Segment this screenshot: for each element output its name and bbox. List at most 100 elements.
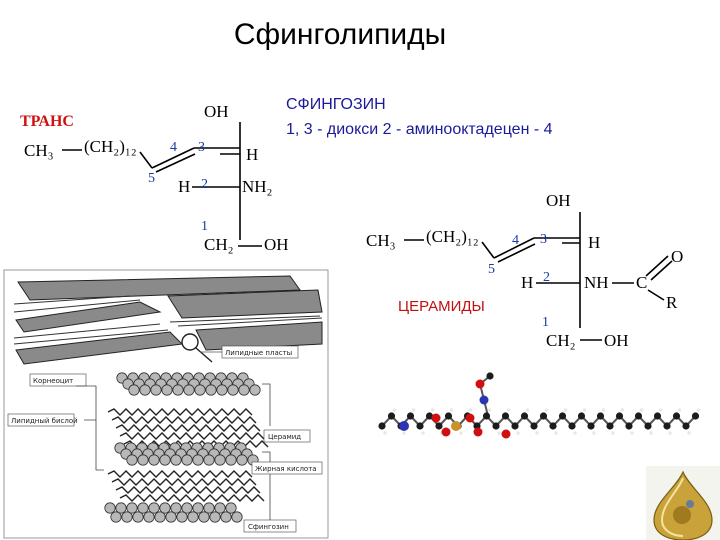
molecule-atom	[497, 431, 501, 435]
bracket-right	[262, 383, 271, 520]
molecule-atom	[525, 408, 530, 412]
molecule-atom	[511, 422, 519, 430]
magnifier-handle	[195, 347, 213, 363]
sphingosine-structure: CH₃ (CH₂)₁₂ OH H H NH₂ CH₂ OH 4 3 5 2 1	[24, 102, 289, 254]
sph-ch3: CH₃	[24, 141, 54, 160]
molecule-atom	[378, 422, 386, 430]
cer-double-o-b	[650, 260, 673, 281]
lipid-head	[227, 384, 239, 396]
sph-oh-top: OH	[204, 102, 229, 121]
molecule-atom	[539, 412, 548, 420]
lipid-head	[183, 384, 195, 396]
label-box	[251, 461, 323, 475]
lipid-tail	[111, 416, 257, 424]
molecule-atom	[573, 431, 577, 435]
label-box	[243, 519, 297, 533]
lipid-head	[115, 502, 127, 514]
lipid-head	[126, 502, 138, 514]
label-box	[29, 373, 87, 387]
molecule-atom	[615, 412, 624, 420]
molecule-atom	[383, 431, 387, 435]
sph-nh2: NH₂	[242, 177, 272, 196]
cer-ch3: CH₃	[366, 231, 396, 250]
molecule-atom	[639, 408, 644, 412]
cer-r: R	[666, 293, 678, 312]
lipid-tail	[111, 478, 257, 486]
cer-bond-chain	[481, 241, 495, 259]
lipid-head	[132, 511, 144, 523]
label-corneocyte: Корнеоцит	[33, 377, 73, 385]
molecule-atom	[475, 379, 485, 389]
molecule-atom	[668, 431, 672, 435]
lipid-head	[150, 384, 162, 396]
molecule-atom	[501, 429, 511, 439]
molecule-atom	[687, 431, 691, 435]
molecule-atom	[441, 427, 451, 437]
molecule-atom	[544, 408, 549, 412]
cer-ch2-bottom: CH₂	[546, 331, 576, 350]
cer-num-3: 3	[540, 232, 547, 247]
label-lipid-layers: Липидные пласты	[225, 349, 292, 357]
trans-label: ТРАНС	[20, 113, 74, 130]
lipid-head	[209, 511, 221, 523]
molecule-atom	[451, 421, 461, 431]
molecule-atom	[516, 431, 520, 435]
label-fatty-acid: Жирная кислота	[255, 465, 317, 473]
logo-grapes	[673, 506, 691, 524]
lipid-head	[214, 502, 226, 514]
lipid-head	[148, 502, 160, 514]
cer-num-2: 2	[543, 270, 550, 285]
corneocyte-shape	[167, 289, 323, 319]
lipid-head	[181, 454, 193, 466]
molecule-atom	[402, 431, 406, 435]
ball-and-stick-molecule-icon	[378, 372, 701, 439]
lipid-head	[192, 502, 204, 514]
label-sphingosine: Сфингозин	[248, 523, 289, 531]
label-ceramide: Церамид	[268, 433, 301, 441]
lipid-head	[216, 384, 228, 396]
cer-h-right: H	[588, 233, 600, 252]
cer-num-5: 5	[488, 262, 495, 277]
lipid-head	[121, 511, 133, 523]
molecule-atom	[431, 413, 441, 423]
lipid-head	[143, 511, 155, 523]
lipid-head	[137, 502, 149, 514]
molecule-atom	[465, 413, 475, 423]
lipid-tail	[115, 486, 261, 494]
lipid-tail	[107, 408, 253, 416]
lipid-tail	[119, 494, 265, 502]
lipid-layer-lines	[13, 295, 323, 345]
molecule-atom	[620, 408, 625, 412]
molecule-atom	[630, 431, 634, 435]
sph-num-3: 3	[198, 140, 205, 155]
lipid-head	[170, 454, 182, 466]
molecule-atom	[486, 372, 494, 380]
ceramide-name: ЦЕРАМИДЫ	[398, 298, 485, 315]
molecule-atom	[691, 412, 700, 420]
molecule-atom	[682, 422, 690, 430]
molecule-atom	[449, 408, 454, 412]
molecule-atom	[392, 408, 397, 412]
lipid-head	[205, 384, 217, 396]
sph-double-bond-a	[151, 147, 195, 169]
molecule-atom	[563, 408, 568, 412]
lipid-head	[220, 511, 232, 523]
cer-oh-bottom: OH	[604, 331, 629, 350]
lipid-tail	[119, 432, 265, 440]
membrane-figure: Липидные пласты Корнеоцит Липидный бисло…	[3, 269, 329, 539]
molecule-atom	[568, 422, 576, 430]
lipid-head	[148, 454, 160, 466]
lipid-head	[165, 511, 177, 523]
cer-num-1: 1	[542, 315, 549, 330]
page-title: Сфинголипиды	[233, 18, 447, 51]
molecule-atom	[444, 412, 453, 420]
molecule-atom	[696, 408, 701, 412]
label-box	[221, 345, 299, 359]
sph-num-5: 5	[148, 171, 155, 186]
magnifier-icon	[181, 333, 199, 351]
molecule-atom	[611, 431, 615, 435]
cer-num-4: 4	[512, 233, 519, 248]
lipid-head	[161, 384, 173, 396]
logo-highlight	[660, 477, 684, 537]
corneocyte-shape	[15, 301, 162, 333]
